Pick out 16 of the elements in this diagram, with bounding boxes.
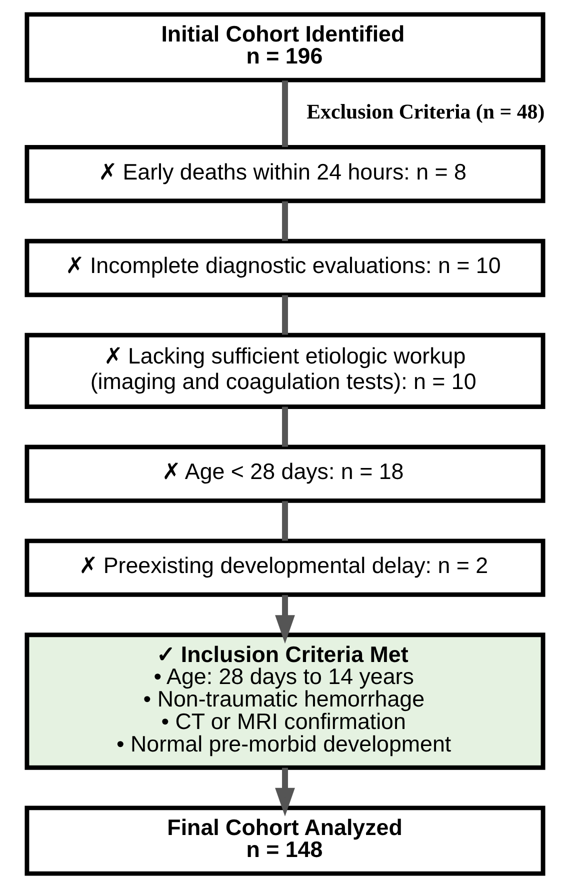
arrow <box>275 768 295 816</box>
arrow <box>275 595 295 644</box>
node-box: ✗ Preexisting developmental delay: n = 2 <box>24 538 546 597</box>
connector <box>282 295 288 335</box>
connector <box>282 80 288 147</box>
connector <box>282 406 288 447</box>
connector <box>282 201 288 241</box>
node-box: ✗ Incomplete diagnostic evaluations: n = 10 <box>24 238 546 298</box>
node-box: ✗ Lacking sufficient etiologic workup (imaging and coagulation tests): n = 10 <box>24 332 546 409</box>
node-box: ✓ Inclusion Criteria Met • Age: 28 days to 14 years • Non-traumatic hemorrhage • CT or MRI confirmation • Normal pre-morbid development <box>24 632 546 770</box>
node-box: ✗ Early deaths within 24 hours: n = 8 <box>24 144 546 204</box>
node-box: Initial Cohort Identified n = 196 <box>24 12 546 82</box>
node-box: ✗ Age < 28 days: n = 18 <box>24 444 546 503</box>
node-box: Final Cohort Analyzed n = 148 <box>24 806 546 876</box>
connector <box>282 501 288 541</box>
edge-label: Exclusion Criteria (n = 48) <box>306 99 545 124</box>
